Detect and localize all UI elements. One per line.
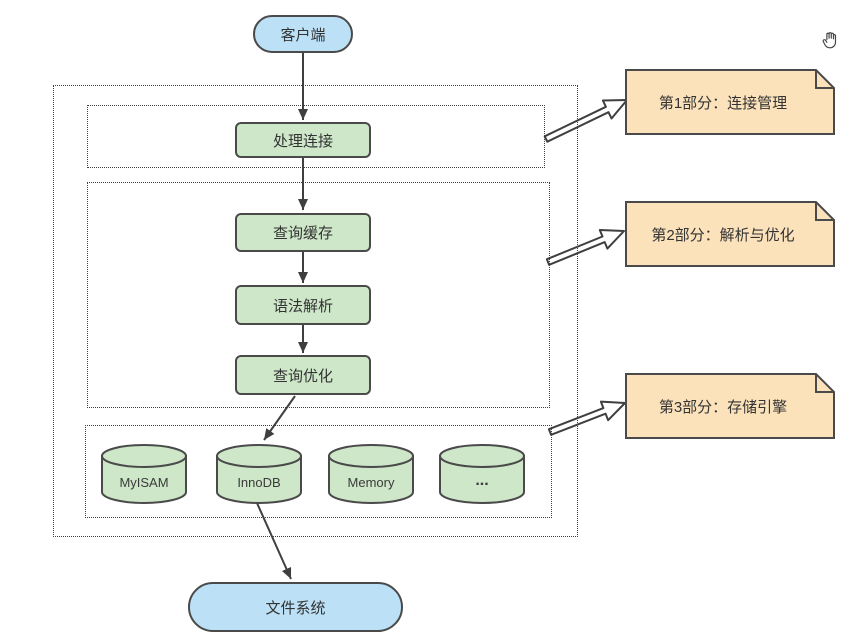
note-part3-storage-engine: 第3部分：存储引擎 xyxy=(625,373,835,439)
engine-cylinder-memory: Memory xyxy=(328,444,414,504)
client-node: 客户端 xyxy=(253,15,353,53)
cylinder-body xyxy=(439,455,525,504)
parse-optimize-layer-boundary xyxy=(87,182,550,408)
cylinder-body xyxy=(328,455,414,504)
note-fold-icon xyxy=(815,70,834,89)
engine-label: InnoDB xyxy=(237,475,280,490)
engine-label: ... xyxy=(475,472,488,489)
cylinder-top xyxy=(216,444,302,468)
syntax-parser-label: 语法解析 xyxy=(272,297,333,315)
server-boundary xyxy=(53,85,578,537)
query-cache-node: 查询缓存 xyxy=(235,213,371,252)
cylinder-top xyxy=(328,444,414,468)
query-optimizer-node: 查询优化 xyxy=(235,355,371,395)
engine-cylinder-innodb: InnoDB xyxy=(216,444,302,504)
note-part1-label: 第1部分：连接管理 xyxy=(658,94,788,112)
query-optimizer-label: 查询优化 xyxy=(272,367,333,385)
query-cache-label: 查询缓存 xyxy=(272,225,333,242)
note-fold-icon xyxy=(815,374,834,393)
storage-engine-layer-boundary xyxy=(85,425,552,518)
engine-cylinder-other: ... xyxy=(439,444,525,504)
note-fold-icon xyxy=(815,202,834,221)
note-part3-label: 第3部分：存储引擎 xyxy=(658,398,788,416)
handle-connection-label: 处理连接 xyxy=(272,132,333,150)
engine-label: MyISAM xyxy=(119,475,168,490)
cylinder-top xyxy=(101,444,187,468)
hand-grab-cursor-icon xyxy=(822,32,837,49)
note-shape xyxy=(625,373,835,439)
note-part2-label: 第2部分：解析与优化 xyxy=(651,226,795,244)
file-system-label: 文件系统 xyxy=(265,599,326,617)
file-system-node: 文件系统 xyxy=(188,582,403,632)
syntax-parser-node: 语法解析 xyxy=(235,285,371,325)
note-part1-connection-management: 第1部分：连接管理 xyxy=(625,69,835,135)
engine-label: Memory xyxy=(348,475,395,490)
handle-connection-node: 处理连接 xyxy=(235,122,371,158)
note-part2-parse-optimize: 第2部分：解析与优化 xyxy=(625,201,835,267)
cylinder-top xyxy=(439,444,525,468)
client-node-label: 客户端 xyxy=(280,26,326,44)
note-shape xyxy=(625,201,835,267)
cylinder-body xyxy=(101,455,187,504)
engine-cylinder-myisam: MyISAM xyxy=(101,444,187,504)
